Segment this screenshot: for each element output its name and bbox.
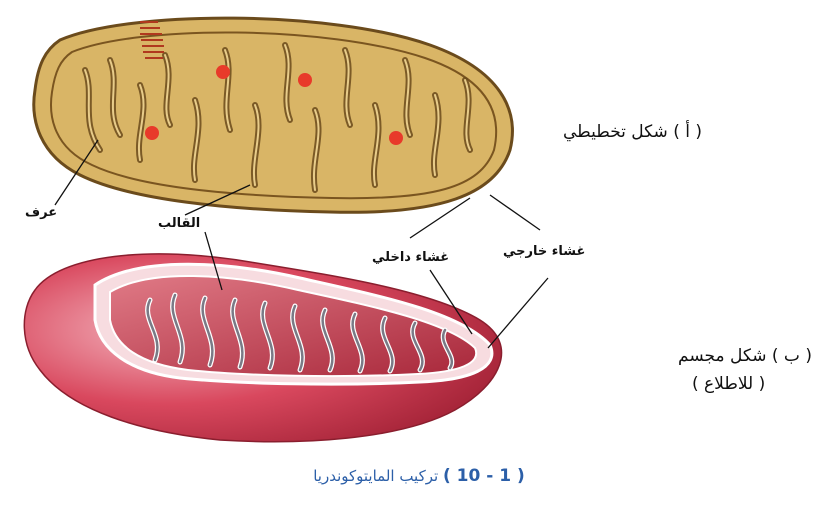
caption-number: ( 1 - 10 ) — [443, 466, 525, 486]
label-inner-membrane: غشاء داخلي — [372, 250, 449, 265]
label-schematic: ( أ ) شكل تخطيطي — [563, 122, 702, 142]
caption-title: تركيب المايتوكوندريا — [313, 467, 438, 485]
schematic-mitochondrion — [34, 18, 540, 238]
label-outer-membrane: غشاء خارجي — [503, 244, 585, 259]
pointer-outer-solid — [488, 278, 548, 348]
granule-dot — [298, 73, 312, 87]
solid-mitochondrion — [24, 232, 548, 442]
label-matrix: القالب — [158, 216, 200, 231]
label-solid: ( ب ) شكل مجسم — [678, 346, 812, 366]
label-solid-note: ( للاطلاع ) — [692, 374, 765, 394]
granule-dot — [389, 131, 403, 145]
pointer-outer — [490, 195, 540, 230]
label-crista: عرف — [25, 205, 57, 220]
figure-caption: ( 1 - 10 ) تركيب المايتوكوندريا — [0, 466, 838, 486]
granule-dot — [145, 126, 159, 140]
granule-dot — [216, 65, 230, 79]
